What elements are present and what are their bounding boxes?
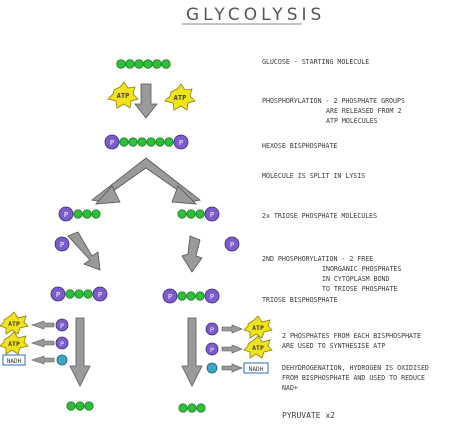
- note-dehydrogenation-2: FROM BISPHOSPHATE AND USED TO REDUCE: [282, 374, 425, 382]
- phosphate-label: P: [210, 211, 214, 219]
- hydrogen-leaving: [56, 354, 68, 366]
- hydrogen-leaving: [206, 362, 218, 374]
- inorganic-phosphate-right: P: [224, 236, 240, 252]
- atp-label: ATP: [252, 344, 264, 352]
- atp-output-right-1: ATP: [243, 315, 273, 339]
- note-atp-synthesis-2: ARE USED TO SYNTHESISE ATP: [282, 342, 385, 350]
- arrow-head-left: [95, 185, 121, 205]
- phosphate-leaving-3: P: [205, 322, 219, 336]
- phosphate-group: [204, 206, 220, 222]
- note-lysis: MOLECULE IS SPLIT IN LYSIS: [262, 172, 365, 180]
- phosphate-label: P: [168, 293, 172, 301]
- phosphate-label: P: [60, 241, 64, 249]
- note-dehydrogenation-3: NAD+: [282, 384, 298, 392]
- note-triose-phosphate: 2x TRIOSE PHOSPHATE MOLECULES: [262, 212, 377, 220]
- notes-column: GLUCOSE - STARTING MOLECULE PHOSPHORYLAT…: [262, 58, 429, 420]
- nadh-label: NADH: [249, 366, 264, 373]
- phosphate-label: P: [110, 139, 114, 147]
- glucose-molecule: [116, 59, 171, 69]
- atp-label: ATP: [8, 320, 20, 328]
- note-phosphorylation-2: ARE RELEASED FROM 2: [326, 107, 401, 115]
- note-dehydrogenation: DEHYDROGENATION, HYDROGEN IS OXIDISED: [282, 364, 429, 372]
- triose-phosphate-right: P: [177, 206, 220, 222]
- phosphate-label: P: [230, 241, 234, 249]
- phosphate-leaving-4: P: [205, 342, 219, 356]
- arrow-left: [31, 355, 55, 365]
- arrow-right: [221, 344, 243, 354]
- atp-output-left-1: ATP: [0, 311, 29, 335]
- hexose-bisphosphate: P P: [104, 134, 189, 150]
- phosphate-label: P: [210, 346, 214, 354]
- phosphate-label: P: [60, 322, 64, 330]
- arrow-right: [221, 324, 243, 334]
- arrow-down-right: [181, 235, 203, 273]
- arrow-left: [31, 338, 55, 348]
- phosphate-label: P: [64, 211, 68, 219]
- atp-output-right-2: ATP: [243, 335, 273, 359]
- atp-label: ATP: [8, 340, 20, 348]
- long-arrow-right: [181, 317, 203, 387]
- arrow-right: [221, 363, 243, 373]
- atp-star-left: ATP: [107, 81, 139, 109]
- phosphate-group: [58, 206, 74, 222]
- phosphate-label: P: [210, 326, 214, 334]
- phosphate-label: P: [210, 293, 214, 301]
- note-glucose: GLUCOSE - STARTING MOLECULE: [262, 58, 369, 66]
- note-second-phosphorylation-2: INORGANIC PHOSPHATES: [322, 265, 401, 273]
- phosphate-label: P: [179, 139, 183, 147]
- arrow-down-left: [67, 231, 101, 271]
- phosphate-leaving-2: P: [55, 336, 69, 350]
- long-arrow-left: [69, 317, 91, 387]
- note-hexose-bisphosphate: HEXOSE BISPHOSPHATE: [262, 142, 337, 150]
- nadh-box-left: NADH: [2, 354, 26, 366]
- triose-bisphosphate-right: P P: [162, 288, 220, 304]
- atp-label: ATP: [117, 92, 130, 100]
- atp-label: ATP: [252, 324, 264, 332]
- phosphate-label: P: [98, 291, 102, 299]
- nadh-label: NADH: [7, 358, 22, 365]
- note-pyruvate: PYRUVATE x2: [282, 411, 335, 420]
- phosphate-label: P: [56, 291, 60, 299]
- arrow-head-right: [171, 185, 198, 205]
- arrow-left: [31, 320, 55, 330]
- note-phosphorylation: PHOSPHORYLATION - 2 PHOSPHATE GROUPS: [262, 97, 405, 105]
- note-second-phosphorylation: 2ND PHOSPHORYLATION - 2 FREE: [262, 255, 373, 263]
- note-triose-bisphosphate: TRIOSE BISPHOSPHATE: [262, 296, 337, 304]
- triose-phosphate-left: P: [58, 206, 101, 222]
- inorganic-phosphate-left: P: [54, 236, 70, 252]
- phosphate-leaving-1: P: [55, 318, 69, 332]
- note-phosphorylation-3: ATP MOLECULES: [326, 117, 378, 125]
- atp-label: ATP: [174, 94, 187, 102]
- page-title: GLYCOLYSIS: [186, 5, 325, 25]
- atp-output-left-2: ATP: [0, 331, 29, 355]
- phosphate-group: [173, 134, 189, 150]
- note-second-phosphorylation-4: TO TRIOSE PHOSPHATE: [322, 285, 397, 293]
- triose-bisphosphate-left: P P: [50, 286, 108, 302]
- pyruvate-right: [178, 403, 206, 413]
- atp-star-right: ATP: [164, 83, 196, 111]
- nadh-box-right: NADH: [243, 362, 269, 374]
- arrow-down: [134, 83, 158, 119]
- note-second-phosphorylation-3: IN CYTOPLASM BOND: [322, 275, 390, 283]
- note-atp-synthesis: 2 PHOSPHATES FROM EACH BISPHOSPHATE: [282, 332, 421, 340]
- phosphate-label: P: [60, 340, 64, 348]
- pyruvate-left: [66, 401, 94, 411]
- phosphate-group: [104, 134, 120, 150]
